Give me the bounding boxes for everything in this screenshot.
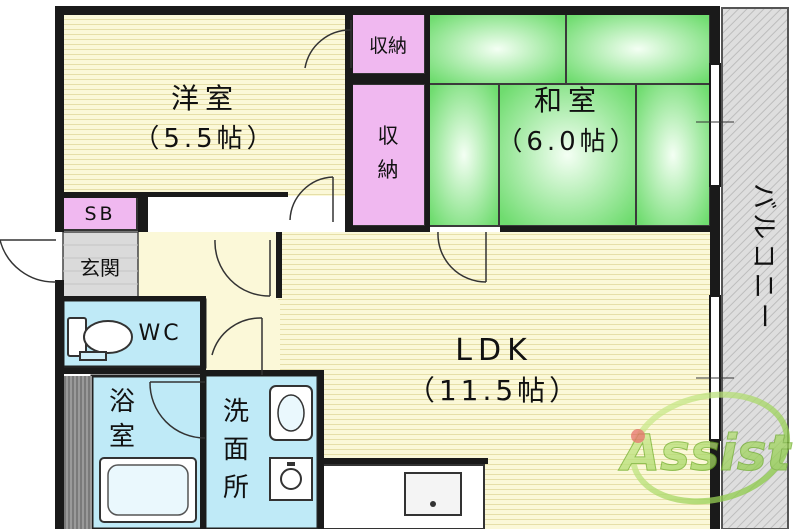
tatami-mats <box>428 13 711 227</box>
assist-watermark: Assist <box>617 391 793 505</box>
wash-basin <box>269 385 313 441</box>
balcony-area <box>721 7 789 529</box>
closet-tall <box>350 83 426 227</box>
japanese-room-name: 和室 <box>534 84 602 117</box>
western-room-floor <box>63 14 351 196</box>
washroom-label-1: 洗 <box>223 397 249 427</box>
shoe-box-label: SB <box>84 203 115 225</box>
western-room-name: 洋室 <box>171 82 239 115</box>
washroom-label-2: 面 <box>223 435 249 465</box>
bath-label-1: 浴 <box>109 387 135 417</box>
closet-tall-label-1: 収 <box>378 124 399 148</box>
hall-floor-lower <box>205 300 280 375</box>
washing-machine-pan <box>269 457 313 501</box>
toilet-fixture <box>67 317 133 361</box>
kitchen-sink <box>404 472 462 516</box>
washroom-label-3: 所 <box>223 473 249 503</box>
balcony-label: バルコニー <box>748 183 778 332</box>
toilet-label: WC <box>138 321 181 346</box>
ldk-name: LDK <box>455 333 533 368</box>
watermark-text: Assist <box>617 424 792 482</box>
windows <box>709 63 721 441</box>
western-room-size: （5.5帖） <box>133 124 276 154</box>
entrance-label: 玄関 <box>80 256 120 280</box>
door-swings <box>0 20 487 439</box>
ldk-size: （11.5帖） <box>407 374 581 407</box>
closet-small-label: 収納 <box>369 35 407 57</box>
bath-wall-strip <box>63 376 92 529</box>
closet-tall-label-2: 納 <box>378 158 399 182</box>
japanese-room-size: （6.0帖） <box>496 127 639 157</box>
bath-label-2: 室 <box>109 422 135 452</box>
